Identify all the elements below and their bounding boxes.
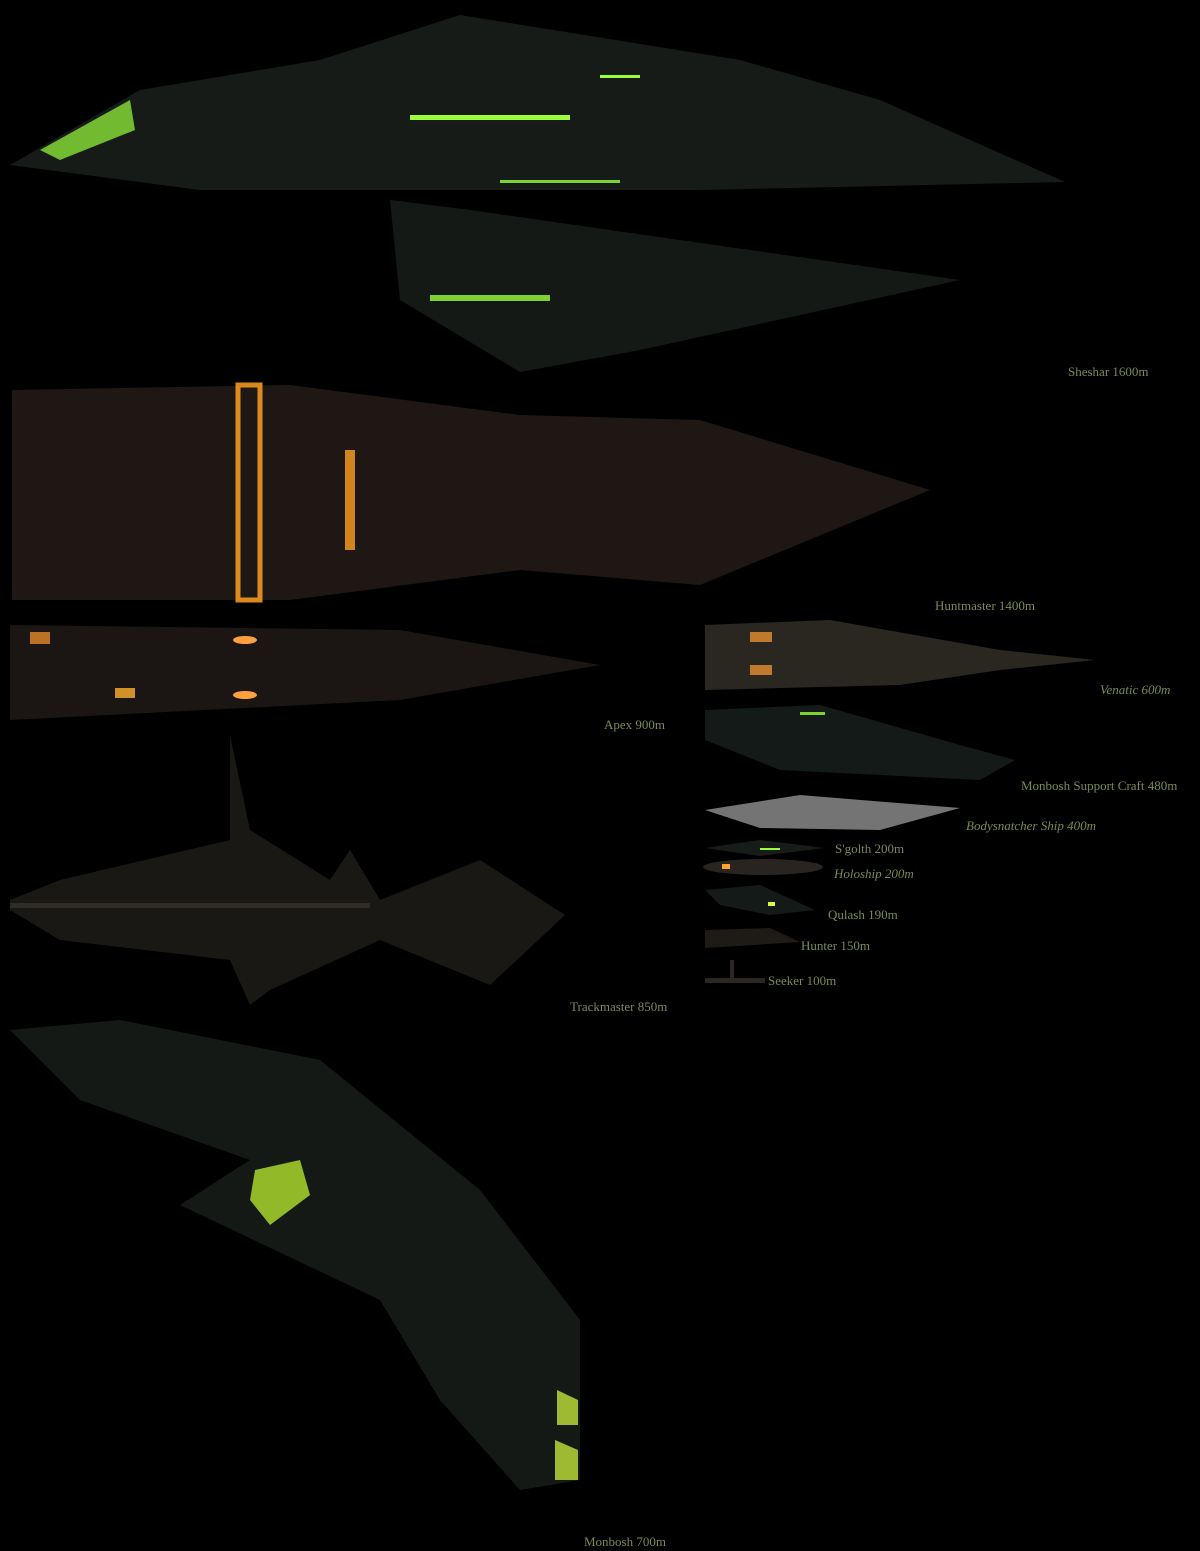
ship-qulash [705,885,815,915]
ship-monbosh-support-craft [705,705,1015,780]
label-sheshar: Sheshar 1600m [1068,364,1149,379]
label-huntmaster: Huntmaster 1400m [935,598,1036,613]
ship-venatic [705,620,1095,690]
ship-monbosh [10,1020,580,1490]
ship-apex [10,625,600,720]
ship-trackmaster [10,735,565,1005]
ship-holoship [703,859,823,875]
label-hunter: Hunter 150m [801,938,870,953]
label-venatic: Venatic 600m [1100,682,1171,697]
label-sgolth: S'golth 200m [835,841,905,856]
label-holoship: Holoship 200m [834,866,914,881]
label-seeker: Seeker 100m [768,973,837,988]
ship-sgolth [705,840,825,856]
label-trackmaster: Trackmaster 850m [570,999,668,1014]
ship-sheshar [10,15,1065,372]
ship-hunter [705,928,800,948]
label-bodysnatcher: Bodysnatcher Ship 400m [966,818,1096,833]
label-monbosh-support-craft: Monbosh Support Craft 480m [1021,778,1178,793]
ship-huntmaster [12,382,930,603]
label-monbosh: Monbosh 700m [584,1534,666,1549]
label-qulash: Qulash 190m [828,907,898,922]
ship-bodysnatcher [705,795,960,830]
ship-seeker [705,960,765,983]
label-apex: Apex 900m [604,717,666,732]
